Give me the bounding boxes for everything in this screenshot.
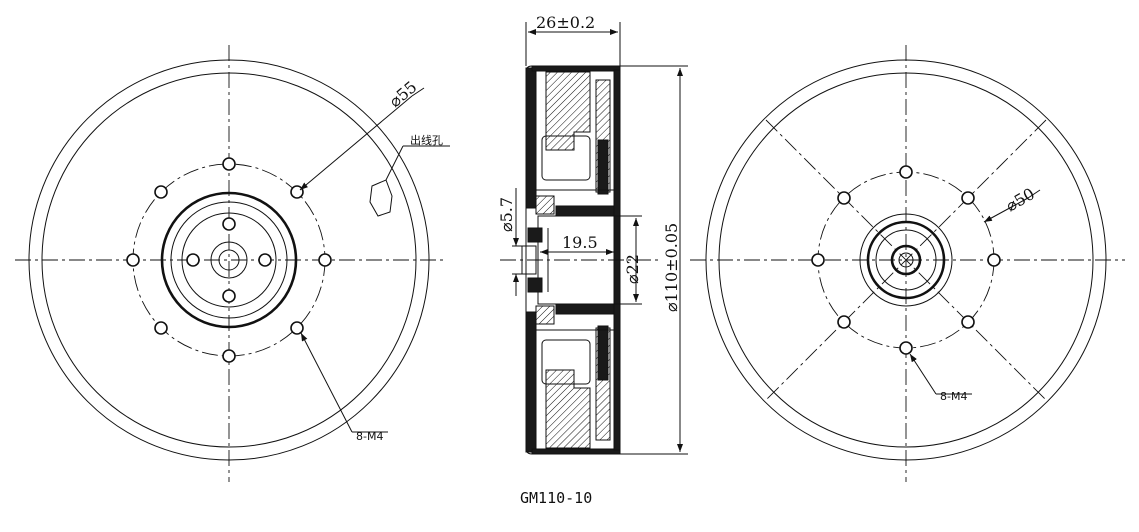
bolt-hole	[222, 349, 236, 363]
left-outer-circle	[28, 59, 430, 461]
side-view: 26±0.2 ⌀5.7	[497, 13, 688, 455]
right-diagonal-b	[765, 119, 1047, 401]
dia22-label: ⌀22	[623, 254, 642, 284]
bolt-hole	[837, 191, 851, 205]
right-hub-ring	[866, 220, 946, 300]
magnet-top	[597, 139, 609, 195]
right-inner-circle	[718, 72, 1094, 448]
right-shaft	[890, 244, 922, 276]
outlet-hole	[369, 179, 393, 217]
dia55-leader-tail	[411, 87, 425, 97]
bolt-hole	[837, 315, 851, 329]
dia55-label: ⌀55	[385, 77, 420, 111]
shaft-flange-top	[527, 227, 543, 243]
hub-screw	[186, 253, 200, 267]
left-view: 出线孔 ⌀55 8-M4	[15, 45, 450, 482]
right-hub-outer	[859, 213, 953, 307]
right-bolt-holes	[811, 165, 1001, 355]
drawing-title: GM110-10	[520, 489, 592, 507]
bolt-hole	[154, 321, 168, 335]
housing-cap-top	[531, 65, 621, 72]
hub-screw	[222, 217, 236, 231]
right-outer-circle	[705, 59, 1107, 461]
housing-wall-bottom	[525, 311, 537, 453]
left-hub-ring	[160, 191, 298, 329]
hub-plate-top	[555, 205, 615, 217]
right-hub-inner	[875, 229, 937, 291]
left-bolt-holes	[126, 157, 332, 363]
dia50-leader-tail	[1027, 189, 1041, 199]
left-hub-core	[181, 212, 277, 308]
left-m4-label: 8-M4	[356, 430, 383, 443]
bolt-hole	[290, 185, 304, 199]
bolt-hole	[899, 165, 913, 179]
hub-screw	[222, 289, 236, 303]
stator-section-top	[545, 71, 591, 151]
hub-screw	[258, 253, 272, 267]
winding-bottom	[541, 339, 591, 385]
dia55-leader	[299, 95, 413, 191]
bearing-top	[535, 195, 555, 215]
left-hub-inner	[170, 201, 288, 319]
right-view: ⌀50 8-M4	[690, 45, 1125, 482]
bolt-hole	[899, 341, 913, 355]
left-inner-circle	[41, 72, 417, 448]
bolt-hole	[811, 253, 825, 267]
width-label: 26±0.2	[536, 13, 595, 32]
bolt-hole	[318, 253, 332, 267]
housing-cap-bottom	[531, 448, 621, 455]
hub-plate-bottom	[555, 303, 615, 315]
bearing-bottom	[535, 305, 555, 325]
outlet-leader	[385, 145, 404, 181]
bolt-hole	[987, 253, 1001, 267]
dia110-label: ⌀110±0.05	[662, 223, 681, 312]
bolt-hole	[222, 157, 236, 171]
dia50-label: ⌀50	[1003, 184, 1038, 215]
depth-label: 19.5	[562, 233, 598, 252]
right-m4-label: 8-M4	[940, 390, 967, 403]
stator-section-bottom	[545, 369, 591, 449]
dia57-label: ⌀5.7	[497, 197, 516, 232]
winding-top	[541, 135, 591, 181]
left-m4-leader	[300, 332, 353, 433]
dia50-leader	[983, 197, 1029, 223]
bolt-hole	[126, 253, 140, 267]
left-shaft-outer	[210, 241, 248, 279]
housing-wall-top	[525, 67, 537, 209]
bolt-hole	[154, 185, 168, 199]
magnet-bottom	[597, 325, 609, 381]
right-shaft-core	[898, 252, 914, 268]
outlet-label: 出线孔	[410, 133, 443, 147]
left-shaft-inner	[218, 249, 240, 271]
shaft-flange-bottom	[527, 277, 543, 293]
bolt-hole	[961, 191, 975, 205]
right-m4-leader	[909, 353, 937, 395]
bolt-hole	[290, 321, 304, 335]
bolt-hole	[961, 315, 975, 329]
